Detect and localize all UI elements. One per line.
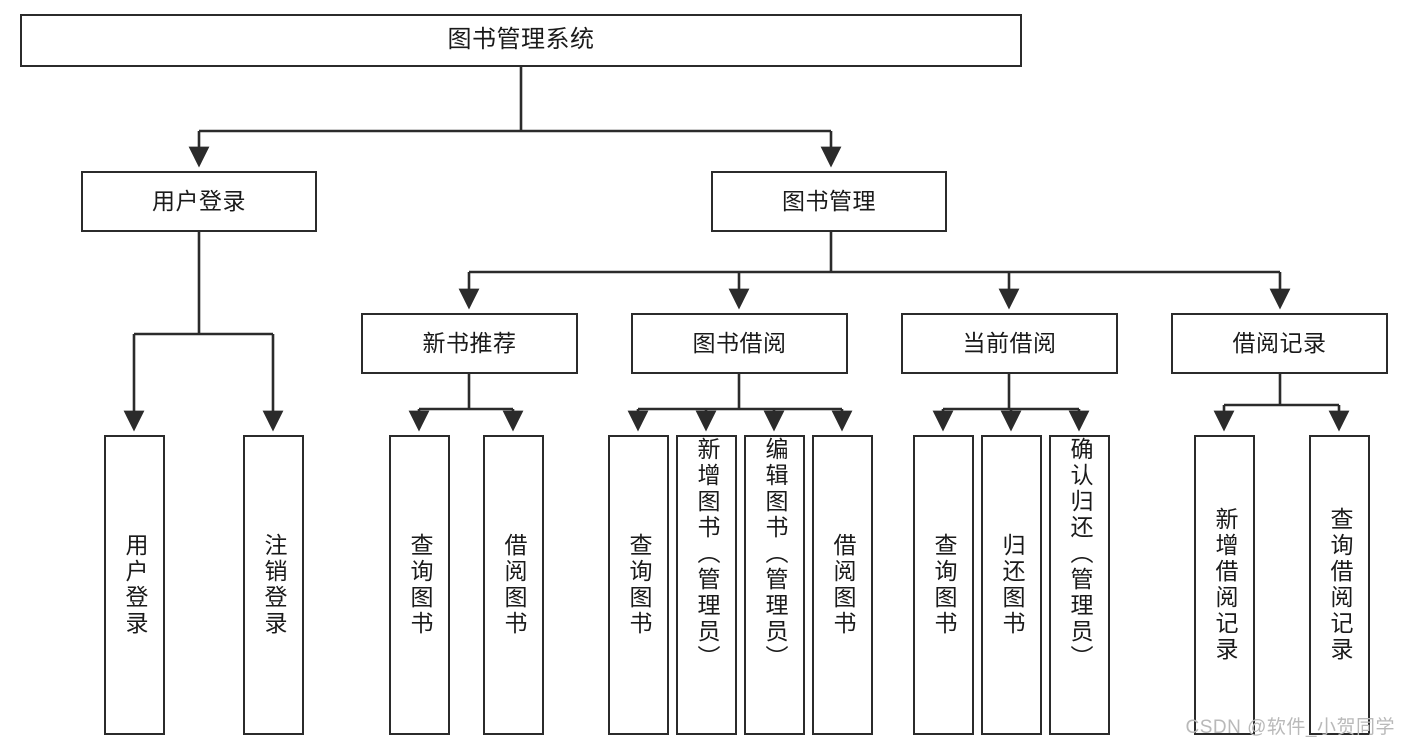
node-leaf-logout-label: 注销登录 [261, 533, 287, 637]
node-leaf-query-record-label: 查询借阅记录 [1327, 507, 1353, 663]
node-leaf-add-book-label: 新增图书（管理员） [694, 437, 720, 671]
node-root-label: 图书管理系统 [447, 26, 595, 54]
node-book-borrow[interactable]: 图书借阅 [631, 313, 848, 374]
node-leaf-borrow-book-1-label: 借阅图书 [501, 533, 527, 637]
node-current-borrow-label: 当前借阅 [962, 329, 1057, 356]
node-leaf-return-book[interactable]: 归还图书 [981, 435, 1042, 735]
node-leaf-query-record[interactable]: 查询借阅记录 [1309, 435, 1370, 735]
node-leaf-user-login-label: 用户登录 [122, 533, 148, 637]
node-borrow-record-label: 借阅记录 [1232, 329, 1327, 356]
node-leaf-borrow-book-2[interactable]: 借阅图书 [812, 435, 873, 735]
node-book-management-label: 图书管理 [782, 187, 876, 214]
node-leaf-query-book-1[interactable]: 查询图书 [389, 435, 450, 735]
node-leaf-borrow-book-1[interactable]: 借阅图书 [483, 435, 544, 735]
node-leaf-logout[interactable]: 注销登录 [243, 435, 304, 735]
node-leaf-confirm-return[interactable]: 确认归还（管理员） [1049, 435, 1110, 735]
node-leaf-add-record[interactable]: 新增借阅记录 [1194, 435, 1255, 735]
node-leaf-query-book-1-label: 查询图书 [407, 533, 433, 637]
node-leaf-return-book-label: 归还图书 [999, 533, 1025, 637]
node-leaf-edit-book-label: 编辑图书（管理员） [762, 437, 788, 671]
node-book-management[interactable]: 图书管理 [711, 171, 947, 232]
node-leaf-user-login[interactable]: 用户登录 [104, 435, 165, 735]
node-leaf-query-book-2-label: 查询图书 [626, 533, 652, 637]
node-leaf-add-book[interactable]: 新增图书（管理员） [676, 435, 737, 735]
node-user-login[interactable]: 用户登录 [81, 171, 317, 232]
node-leaf-add-record-label: 新增借阅记录 [1212, 507, 1238, 663]
node-book-borrow-label: 图书借阅 [692, 329, 787, 356]
node-new-book-recommend-label: 新书推荐 [422, 329, 517, 356]
node-new-book-recommend[interactable]: 新书推荐 [361, 313, 578, 374]
node-leaf-query-book-2[interactable]: 查询图书 [608, 435, 669, 735]
node-current-borrow[interactable]: 当前借阅 [901, 313, 1118, 374]
node-leaf-edit-book[interactable]: 编辑图书（管理员） [744, 435, 805, 735]
node-leaf-borrow-book-2-label: 借阅图书 [830, 533, 856, 637]
node-leaf-query-book-3-label: 查询图书 [931, 533, 957, 637]
node-leaf-query-book-3[interactable]: 查询图书 [913, 435, 974, 735]
node-root[interactable]: 图书管理系统 [20, 14, 1022, 67]
node-user-login-label: 用户登录 [152, 187, 246, 214]
node-borrow-record[interactable]: 借阅记录 [1171, 313, 1388, 374]
node-leaf-confirm-return-label: 确认归还（管理员） [1067, 437, 1093, 671]
